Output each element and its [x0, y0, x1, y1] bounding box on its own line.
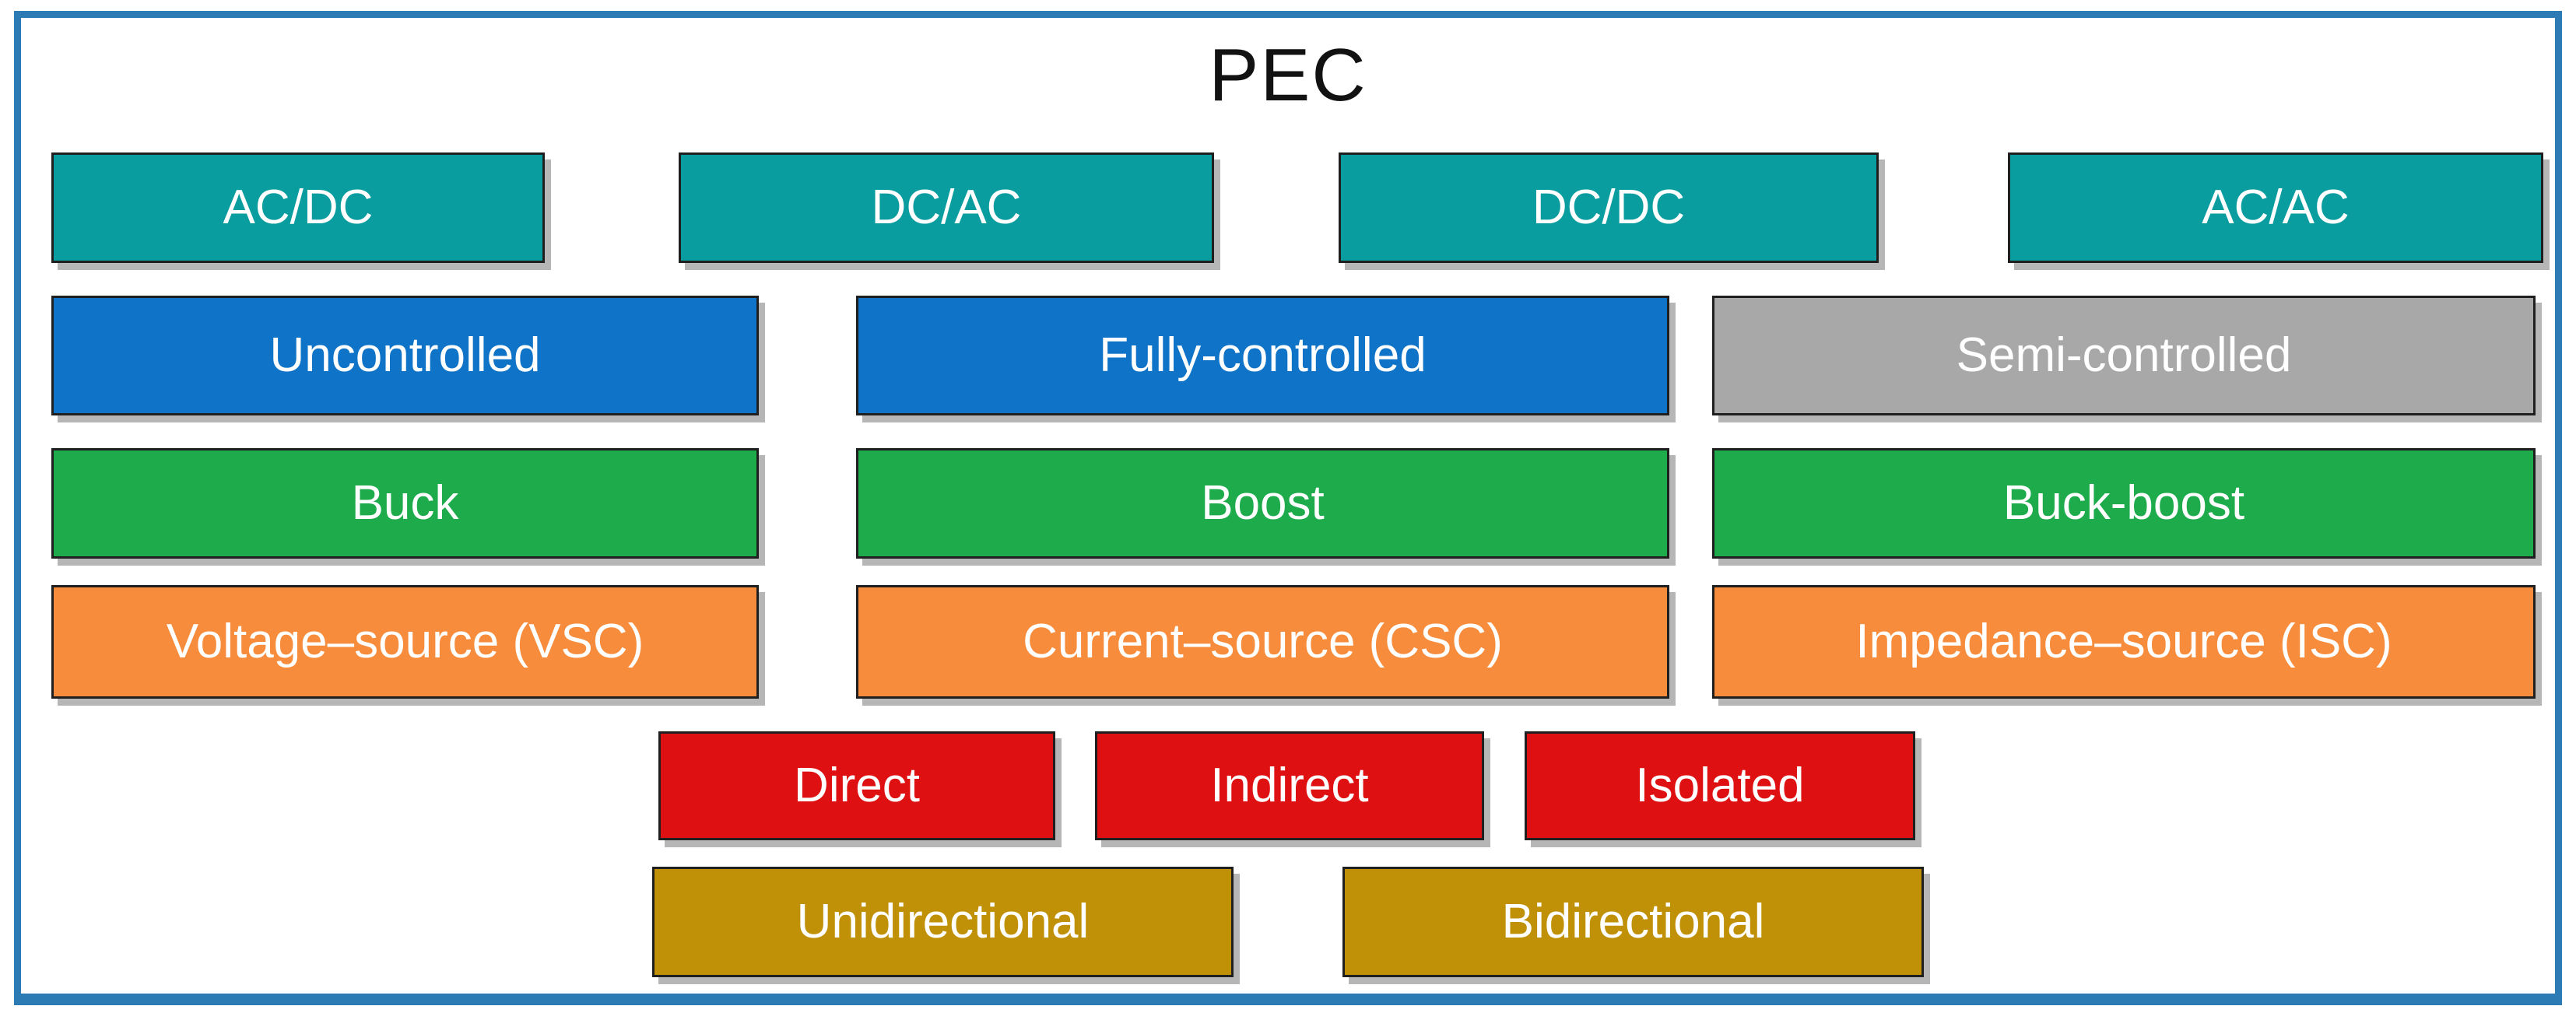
box-buck-boost: Buck-boost	[1712, 448, 2536, 559]
box-dc-ac: DC/AC	[679, 152, 1214, 263]
box-indirect: Indirect	[1095, 731, 1484, 840]
box-boost: Boost	[856, 448, 1669, 559]
diagram-title: PEC	[1209, 33, 1367, 117]
box-buck: Buck	[51, 448, 759, 559]
box-voltage-source-vsc: Voltage–source (VSC)	[51, 585, 759, 699]
box-uncontrolled: Uncontrolled	[51, 296, 759, 415]
box-semi-controlled: Semi-controlled	[1712, 296, 2536, 415]
box-bidirectional: Bidirectional	[1342, 867, 1924, 977]
box-ac-dc: AC/DC	[51, 152, 545, 263]
box-fully-controlled: Fully-controlled	[856, 296, 1669, 415]
box-impedance-source-isc: Impedance–source (ISC)	[1712, 585, 2536, 699]
box-unidirectional: Unidirectional	[652, 867, 1234, 977]
box-ac-ac: AC/AC	[2008, 152, 2543, 263]
box-direct: Direct	[658, 731, 1055, 840]
box-isolated: Isolated	[1525, 731, 1915, 840]
box-current-source-csc: Current–source (CSC)	[856, 585, 1669, 699]
box-dc-dc: DC/DC	[1339, 152, 1879, 263]
